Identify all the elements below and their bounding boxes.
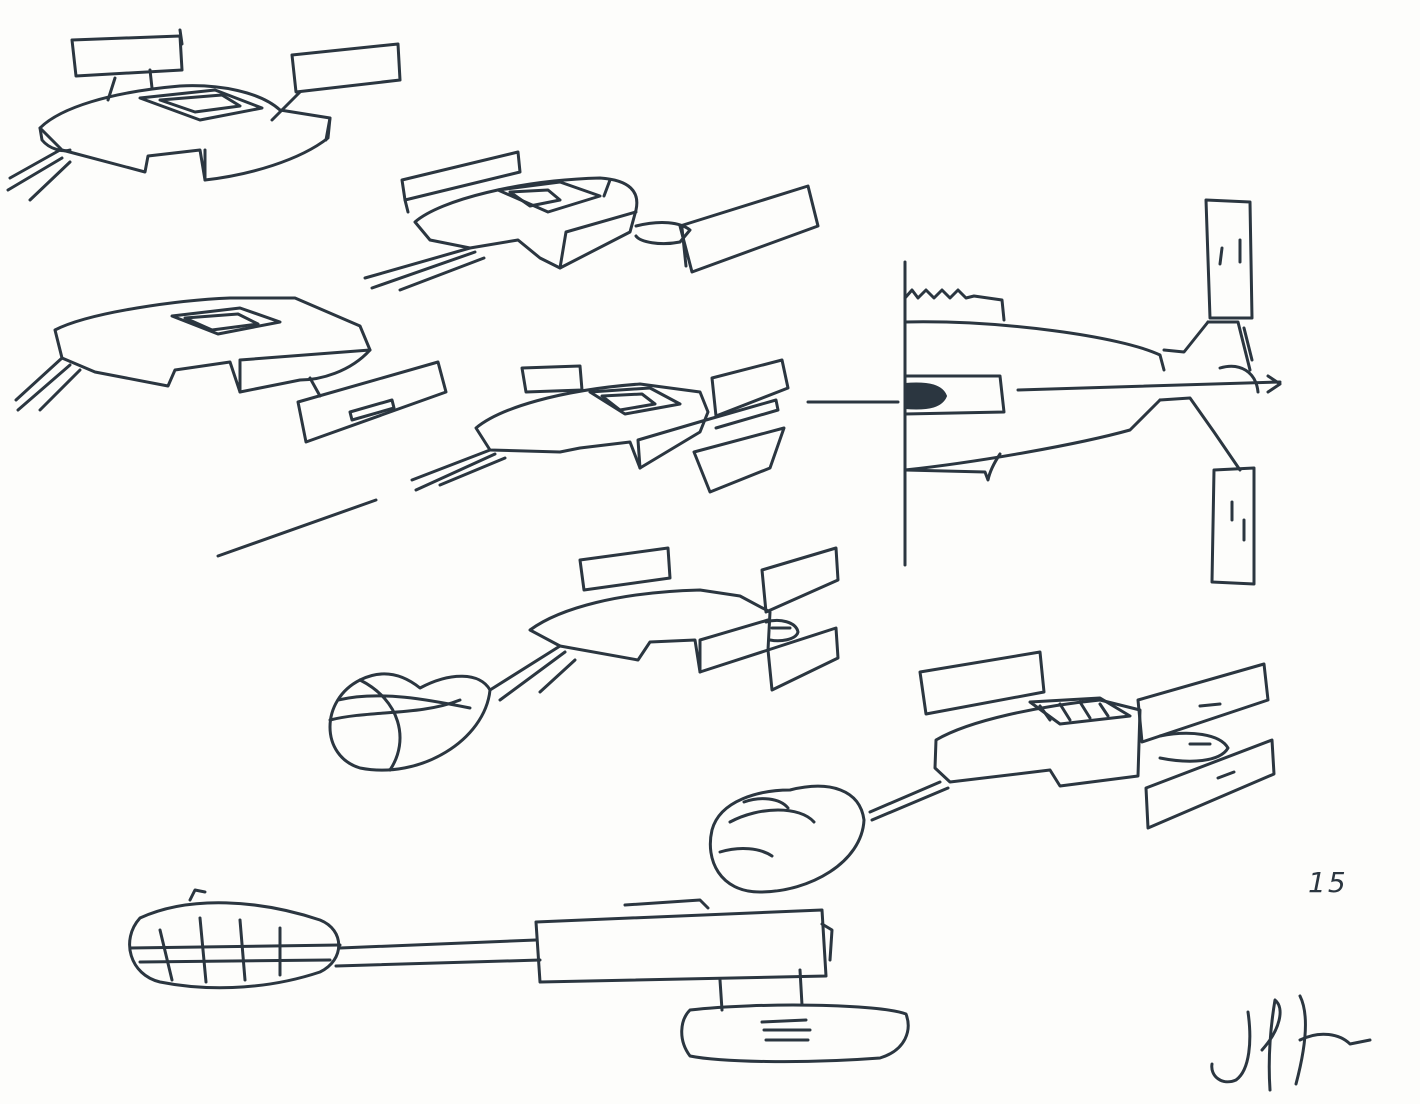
ship-sketch-3 <box>14 296 448 444</box>
ship-sketch-topdown <box>903 198 1282 586</box>
ship-sketch-1 <box>6 28 402 202</box>
ship-sketch-2 <box>363 150 820 292</box>
ship-sketch-6 <box>708 650 1276 894</box>
page-number: 15 <box>1308 866 1348 899</box>
ship-topdown-engine <box>904 382 948 410</box>
ship-sketch-7 <box>128 888 910 1064</box>
ship-sketch-4 <box>216 358 900 558</box>
ship-sketch-5 <box>328 546 840 772</box>
